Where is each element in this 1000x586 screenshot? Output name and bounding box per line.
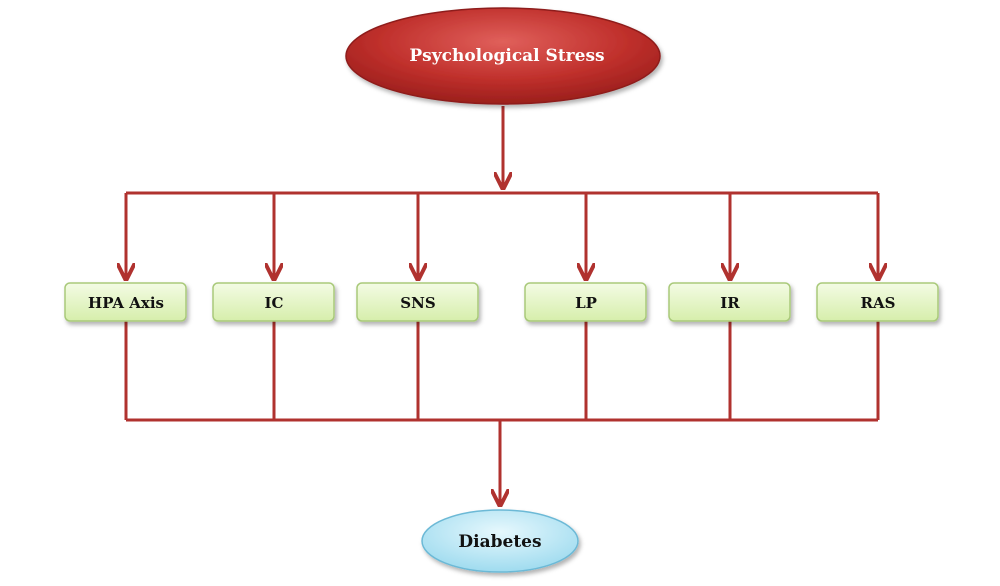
node-ir-box xyxy=(668,282,791,322)
node-ras: RAS xyxy=(816,282,939,322)
node-ir-label: IR xyxy=(720,294,740,312)
top-node-shape xyxy=(345,7,661,105)
node-sns-label: SNS xyxy=(400,294,435,312)
node-ir: IR xyxy=(668,282,791,322)
bottom-node: Diabetes xyxy=(421,509,579,573)
node-sns-box xyxy=(356,282,479,322)
node-hpa-axis-label: HPA Axis xyxy=(88,294,164,312)
middle-node-row: HPA Axis IC SNS LP IR RAS xyxy=(64,282,939,322)
node-ic-box xyxy=(212,282,335,322)
top-node: Psychological Stress xyxy=(345,7,661,105)
node-lp-label: LP xyxy=(575,294,597,312)
node-lp: LP xyxy=(524,282,647,322)
node-lp-box xyxy=(524,282,647,322)
connector-lines xyxy=(126,106,878,505)
bottom-node-shape xyxy=(421,509,579,573)
node-ic: IC xyxy=(212,282,335,322)
node-sns: SNS xyxy=(356,282,479,322)
node-ic-label: IC xyxy=(265,294,284,312)
top-node-label: Psychological Stress xyxy=(409,46,604,66)
node-hpa-axis: HPA Axis xyxy=(64,282,187,322)
node-ras-label: RAS xyxy=(861,294,896,312)
node-hpa-axis-box xyxy=(64,282,187,322)
bottom-node-label: Diabetes xyxy=(458,532,541,552)
node-ras-box xyxy=(816,282,939,322)
